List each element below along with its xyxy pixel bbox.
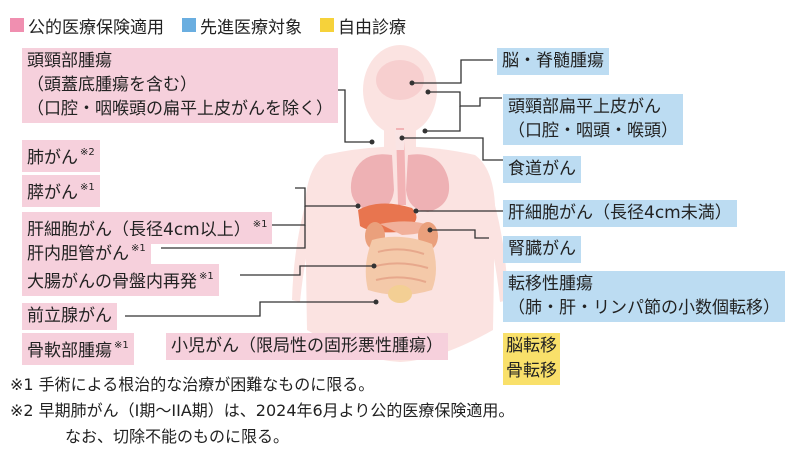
- metastatic-sub: （肺・肝・リンパ節の小数個転移）: [508, 298, 780, 318]
- legend-swatch-yellow: [320, 18, 334, 32]
- head-neck-includes: （頭蓋底腫瘍を含む）: [27, 75, 197, 95]
- right-lung-organ: [406, 154, 450, 212]
- footnote-2-continued: なお、切除不能のものに限る。: [65, 427, 290, 446]
- metastatic-title: 転移性腫瘍: [508, 274, 593, 294]
- pancreatic-cancer-label: 膵がん※1: [22, 175, 100, 207]
- note-marker: ※1: [80, 182, 95, 193]
- legend-item-free-treatment: 自由診療: [320, 13, 406, 38]
- note-marker: ※1: [199, 271, 214, 282]
- brain-organ: [376, 60, 424, 100]
- metastatic-tumor-label: 転移性腫瘍 （肺・肝・リンパ節の小数個転移）: [503, 271, 785, 322]
- brain-metastasis-label: 脳転移: [503, 333, 560, 360]
- head-neck-squamous-label: 頭頸部扁平上皮がん （口腔・咽頭・喉頭）: [503, 94, 683, 145]
- legend-label: 公的医療保険適用: [28, 17, 164, 38]
- trachea-organ: [395, 130, 405, 150]
- footnotes: ※1 手術による根治的な治療が困難なものに限る。 ※2 早期肺がん（I期～IIA…: [10, 372, 514, 450]
- note-marker: ※1: [252, 219, 268, 230]
- legend-swatch-blue: [182, 18, 196, 32]
- bone-soft-tissue-label: 骨軟部腫瘍※1: [22, 333, 134, 365]
- head-neck-squamous-sub: （口腔・咽頭・喉頭）: [508, 121, 678, 141]
- kidney-cancer-label: 腎臓がん: [503, 236, 581, 263]
- hepatocellular-small-label: 肝細胞がん（長径4cm未満）: [503, 200, 737, 227]
- head-neck-tumor-label: 頭頸部腫瘍 （頭蓋底腫瘍を含む） （口腔・咽喉頭の扁平上皮がんを除く）: [22, 48, 338, 123]
- legend-item-advanced-medical: 先進医療対象: [182, 13, 302, 38]
- head-neck-squamous-title: 頭頸部扁平上皮がん: [508, 97, 661, 117]
- legend-label: 自由診療: [338, 17, 406, 38]
- note-marker: ※1: [131, 243, 146, 254]
- prostate-cancer-label: 前立腺がん: [22, 303, 117, 330]
- head-neck-title: 頭頸部腫瘍: [27, 51, 112, 71]
- legend-item-public-insurance: 公的医療保険適用: [10, 13, 164, 38]
- left-lung-organ: [350, 154, 394, 212]
- footnote-2: ※2 早期肺がん（I期～IIA期）は、2024年6月より公的医療保険適用。: [10, 401, 515, 420]
- legend: 公的医療保険適用 先進医療対象 自由診療: [10, 12, 424, 38]
- colorectal-recurrence-label: 大腸がんの骨盤内再発※1: [22, 264, 219, 296]
- brain-spinal-tumor-label: 脳・脊髄腫瘍: [497, 48, 609, 75]
- pediatric-cancer-label: 小児がん（限局性の固形悪性腫瘍）: [166, 333, 448, 360]
- legend-label: 先進医療対象: [200, 17, 302, 38]
- legend-swatch-pink: [10, 18, 24, 32]
- head-neck-excludes: （口腔・咽喉頭の扁平上皮がんを除く）: [27, 99, 333, 119]
- bone-metastasis-label: 骨転移: [503, 358, 560, 385]
- lung-cancer-label: 肺がん※2: [22, 140, 100, 172]
- connector-lines: [125, 59, 503, 317]
- bile-duct-cancer-label: 肝内胆管がん※1: [22, 236, 151, 268]
- note-marker: ※1: [114, 340, 129, 351]
- note-marker: ※2: [80, 147, 95, 158]
- connector-dots: [355, 80, 433, 305]
- bladder-organ: [388, 285, 412, 303]
- intestine-folds: [375, 248, 429, 283]
- footnote-1: ※1 手術による根治的な治療が困難なものに限る。: [10, 375, 375, 394]
- esophageal-cancer-label: 食道がん: [503, 156, 581, 183]
